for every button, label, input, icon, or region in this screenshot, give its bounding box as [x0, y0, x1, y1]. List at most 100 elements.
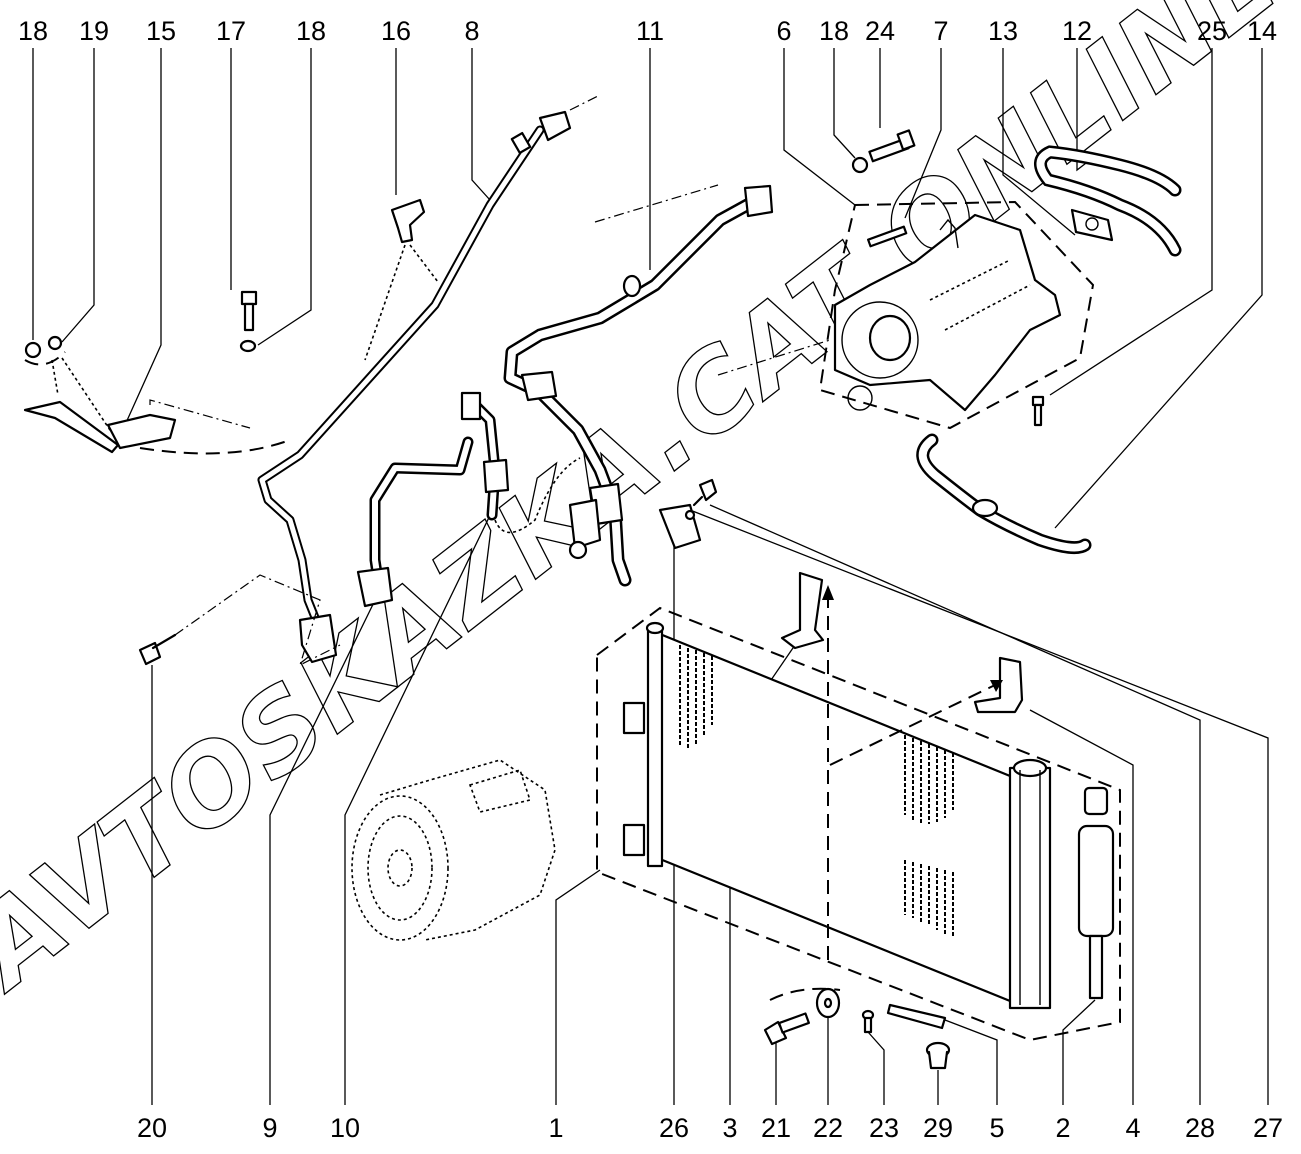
callout-18-top-c[interactable]: 18 [819, 16, 856, 159]
cap-29-body [927, 1050, 949, 1070]
pipe-9[interactable] [356, 436, 474, 608]
callout-18-top-b[interactable]: 18 [257, 16, 326, 346]
condenser-group-outline [596, 606, 1121, 1042]
compressor-hub [387, 849, 413, 887]
condenser-mount-lower [622, 823, 646, 857]
leader-line [689, 509, 1269, 1105]
callout-18-top-a[interactable]: 18 [18, 16, 48, 340]
bracket-5[interactable] [886, 1003, 947, 1030]
svg-text:17: 17 [216, 16, 246, 46]
svg-text:27: 27 [1253, 1113, 1283, 1143]
callout-25[interactable]: 25 [1049, 16, 1227, 396]
centerline [594, 184, 719, 223]
callout-8[interactable]: 8 [464, 16, 491, 201]
callout-21[interactable]: 21 [761, 1042, 791, 1143]
callout-22[interactable]: 22 [813, 1018, 843, 1143]
callout-12[interactable]: 12 [1062, 16, 1092, 172]
leader-line [1029, 709, 1134, 1105]
bracket-5-body [886, 1003, 947, 1030]
svg-text:13: 13 [988, 16, 1018, 46]
nut-18 [24, 341, 42, 359]
bolt-28[interactable] [692, 478, 718, 507]
cap-29[interactable] [925, 1041, 951, 1070]
washer-22[interactable] [815, 987, 841, 1019]
screw-25[interactable] [1031, 395, 1045, 427]
leader-line [1062, 999, 1096, 1105]
pipe-8[interactable] [257, 95, 599, 664]
bracket-26[interactable] [658, 503, 702, 550]
hose-14[interactable] [916, 433, 1092, 555]
callout-5[interactable]: 5 [944, 1019, 1005, 1143]
screw-7[interactable] [867, 225, 908, 248]
pipe-8-block [298, 613, 338, 664]
condenser-1[interactable] [596, 606, 1121, 1042]
callout-7[interactable]: 7 [904, 16, 949, 219]
bolt-20[interactable] [138, 574, 341, 667]
svg-text:15: 15 [146, 16, 176, 46]
dehydrator-2[interactable] [1077, 786, 1115, 1000]
screw-25-shank [1033, 403, 1043, 427]
callout-23[interactable]: 23 [867, 1031, 899, 1143]
hose-12[interactable] [1034, 145, 1182, 257]
leader-line [833, 48, 856, 159]
callout-20[interactable]: 20 [137, 665, 167, 1143]
callout-4[interactable]: 4 [1029, 709, 1141, 1143]
pipe-11[interactable] [503, 184, 831, 587]
svg-text:22: 22 [813, 1113, 843, 1143]
bracket-3[interactable] [780, 571, 825, 650]
pipe-8-fitting [538, 110, 572, 142]
bolt-24[interactable] [868, 129, 916, 163]
callout-6[interactable]: 6 [776, 16, 856, 206]
clip-13-hole [1085, 217, 1099, 231]
centerline [569, 95, 599, 111]
dehydrator-cap [1083, 786, 1109, 816]
bolt-21[interactable] [763, 1012, 810, 1046]
svg-text:2: 2 [1055, 1113, 1070, 1143]
svg-text:18: 18 [18, 16, 48, 46]
hose-14-grommet [971, 498, 999, 518]
clip-13[interactable] [1070, 208, 1114, 242]
leader-line [555, 869, 601, 1105]
pipe-10[interactable] [460, 391, 602, 560]
svg-text:25: 25 [1197, 16, 1227, 46]
pressure-switch-16[interactable] [364, 198, 439, 361]
callout-24[interactable]: 24 [865, 16, 895, 128]
heater-blower-hub [868, 314, 912, 362]
compressor-10[interactable] [351, 759, 556, 941]
callout-11[interactable]: 11 [636, 16, 664, 270]
callout-14[interactable]: 14 [1054, 16, 1277, 529]
arrow-line [61, 357, 111, 431]
callout-10[interactable]: 10 [330, 504, 496, 1143]
bracket-4[interactable] [973, 656, 1024, 714]
dehydrator-body [1077, 824, 1115, 938]
leader-line [867, 1031, 885, 1105]
screw-23[interactable] [861, 1009, 875, 1034]
bracket-assembly-15[interactable] [23, 335, 291, 455]
callout-15[interactable]: 15 [124, 16, 176, 426]
svg-text:21: 21 [761, 1113, 791, 1143]
bolt-28-shank [692, 495, 704, 507]
callout-29[interactable]: 29 [923, 1070, 953, 1143]
bolt-20-head [138, 641, 162, 666]
screw-25-head [1031, 395, 1045, 407]
callout-27[interactable]: 27 [689, 509, 1283, 1143]
nut-18-b[interactable] [239, 339, 257, 353]
callout-1[interactable]: 1 [548, 869, 601, 1143]
leader-line [1054, 48, 1263, 529]
heater-unit-6[interactable] [818, 200, 1095, 430]
compressor-pulley-inner [367, 815, 433, 921]
callout-13[interactable]: 13 [988, 16, 1076, 236]
bolt-17[interactable] [240, 290, 258, 332]
callout-16[interactable]: 16 [381, 16, 411, 195]
leader-line [471, 48, 491, 201]
top-callouts: 18 19 15 17 18 16 8 11 [18, 16, 1277, 529]
callout-28[interactable]: 28 [709, 504, 1215, 1143]
callout-9[interactable]: 9 [262, 589, 381, 1143]
callout-19[interactable]: 19 [61, 16, 109, 343]
pipe-10-lower-sleeve [568, 498, 602, 550]
callout-2[interactable]: 2 [1055, 999, 1096, 1143]
condenser-right-tank-top [1012, 758, 1048, 778]
callout-17[interactable]: 17 [216, 16, 246, 290]
leader-line [124, 48, 162, 426]
nut-18-c[interactable] [851, 156, 869, 174]
